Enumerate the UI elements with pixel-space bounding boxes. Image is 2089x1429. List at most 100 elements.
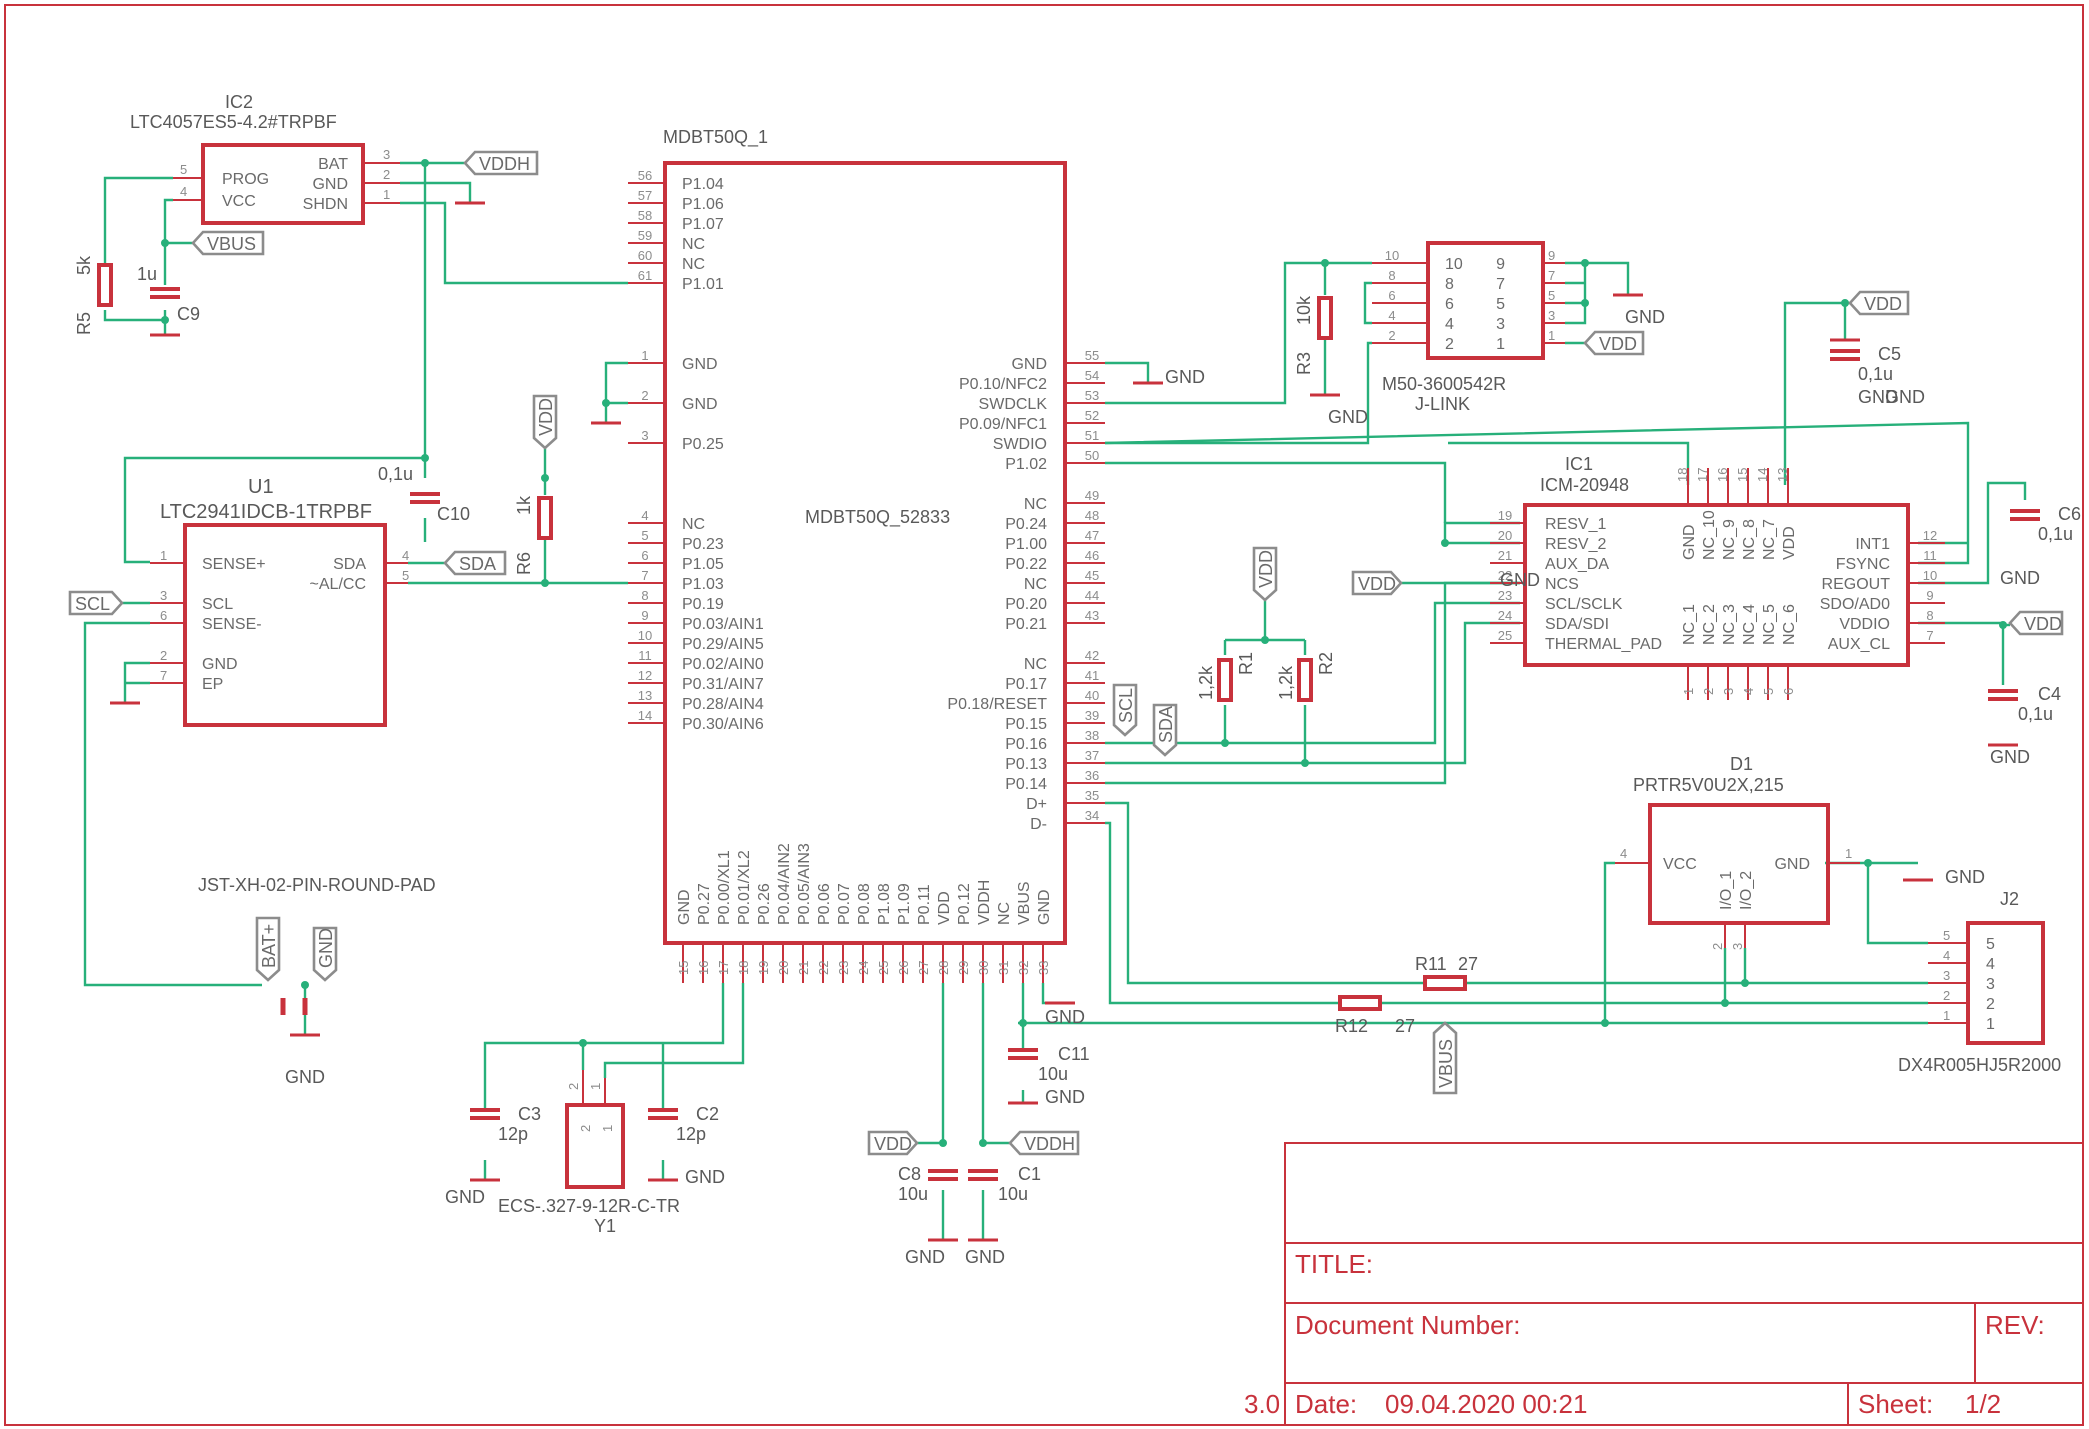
y1-inner-pin2: 2 — [578, 1125, 593, 1132]
jlink-pin-num: 7 — [1548, 268, 1555, 283]
junctions — [161, 159, 2007, 1147]
jlink-pin-num: 10 — [1385, 248, 1399, 263]
ic1-pin-name: INT1 — [1855, 536, 1890, 553]
ic1-pin-num: 16 — [1715, 468, 1730, 482]
ref-c1: C1 — [1018, 1164, 1041, 1184]
ic2-value: LTC4057ES5-4.2#TRPBF — [130, 112, 337, 132]
ic1-pin-num: 17 — [1695, 468, 1710, 482]
jlink-ref: M50-3600542R — [1382, 374, 1506, 394]
mcu-pin-name: GND — [1011, 356, 1047, 373]
ic1-pin-num: 25 — [1498, 628, 1512, 643]
mcu-pin-name: P0.28/AIN4 — [682, 696, 764, 713]
mcu-pin-num: 13 — [638, 688, 652, 703]
mcu-pin-name: P0.15 — [1005, 716, 1047, 733]
ic1-pin-num: 18 — [1675, 468, 1690, 482]
mcu-pin-num: 40 — [1085, 688, 1099, 703]
mcu-pin-name: P0.03/AIN1 — [682, 616, 764, 633]
jlink-pin-num: 8 — [1388, 268, 1395, 283]
ref-c3: C3 — [518, 1104, 541, 1124]
mcu-pin-num: 36 — [1085, 768, 1099, 783]
port-vdd-ic1-left-label: VDD — [1358, 574, 1396, 594]
d1-pin-num: 4 — [1620, 846, 1627, 861]
mcu-pin-name: P0.12 — [956, 883, 973, 925]
mcu-pin-name: P0.18/RESET — [947, 696, 1047, 713]
mcu-pin-num: 37 — [1085, 748, 1099, 763]
rev-label: REV: — [1985, 1310, 2045, 1340]
mcu-pin-num: 27 — [916, 961, 931, 975]
jlink-pin-name: 10 — [1445, 256, 1463, 273]
mcu-pin-num: 43 — [1085, 608, 1099, 623]
port-vdd-ic1-right: VDD — [2008, 610, 2064, 636]
u1-pin-name: ~AL/CC — [310, 576, 366, 593]
port-gnd-jst-label: GND — [316, 928, 336, 968]
document-number-label: Document Number: — [1295, 1310, 1520, 1340]
value-r5: 5k — [74, 255, 94, 275]
jst-value: JST-XH-02-PIN-ROUND-PAD — [198, 875, 436, 895]
ref-r12: R12 — [1335, 1016, 1368, 1036]
mcu-pin-name: P1.04 — [682, 176, 724, 193]
d1-pin-num: 3 — [1730, 943, 1745, 950]
u1-pin-name: SENSE+ — [202, 556, 266, 573]
gnd-symbol: GND — [1045, 1001, 1085, 1027]
mcu-pin-num: 38 — [1085, 728, 1099, 743]
mcu-pin-name: P1.08 — [876, 883, 893, 925]
mcu-pin-name: P0.29/AIN5 — [682, 636, 764, 653]
ref-r5: R5 — [74, 312, 94, 335]
jlink-pin-num: 5 — [1548, 288, 1555, 303]
mcu-pin-name: P0.08 — [856, 883, 873, 925]
port-vdd-jlink: VDD — [1583, 330, 1645, 356]
ic1-pin-num: 23 — [1498, 588, 1512, 603]
gnd-symbol: GND — [1903, 867, 1985, 887]
mcu-pin-num: 45 — [1085, 568, 1099, 583]
gnd-symbol: GND — [1310, 393, 1368, 427]
ic2-pin-name: BAT — [318, 156, 348, 173]
gnd-label: GND — [1945, 867, 1985, 887]
ic1-pin-name: NC_8 — [1741, 519, 1758, 560]
j2-pin-name: 4 — [1986, 956, 1995, 973]
mcu-pin-name: NC — [1024, 576, 1047, 593]
date-value: 09.04.2020 00:21 — [1385, 1389, 1587, 1419]
value-c9: 1u — [137, 264, 157, 284]
u1-pin-name: EP — [202, 676, 223, 693]
mcu-pin-num: 15 — [676, 961, 691, 975]
mcu-pin-num: 33 — [1036, 961, 1051, 975]
y1-pin1: 1 — [588, 1083, 603, 1090]
title-block: TITLE: Document Number: REV: 3.0 Date: 0… — [1244, 1142, 2084, 1426]
mcu-pin-num: 12 — [638, 668, 652, 683]
ic1-pin-name: RESV_2 — [1545, 536, 1606, 553]
ic1-pin-name: VDDIO — [1839, 616, 1890, 633]
ic1-pin-num: 12 — [1923, 528, 1937, 543]
j2-pin-name: 1 — [1986, 1016, 1995, 1033]
mcu-pin-num: 1 — [641, 348, 648, 363]
ref-c10: C10 — [437, 504, 470, 524]
jlink-pin-name: 8 — [1445, 276, 1454, 293]
ic2-pin-name: GND — [312, 176, 348, 193]
d1-value: PRTR5V0U2X,215 — [1633, 775, 1784, 795]
mcu-pin-num: 29 — [956, 961, 971, 975]
sheet-value: 1/2 — [1965, 1389, 2001, 1419]
mcu-pin-name: P0.01/XL2 — [736, 850, 753, 925]
mcu-pin-name: P1.05 — [682, 556, 724, 573]
mcu-pin-num: 18 — [736, 961, 751, 975]
mcu-pin-name: NC — [1024, 496, 1047, 513]
port-vdd-top-right: VDD — [1848, 290, 1910, 316]
passive-components: R55kC91uC100,1uR61kR310kR11,2kR21,2kC50,… — [74, 255, 2081, 1204]
gnd-label: GND — [1165, 367, 1205, 387]
mcu-pin-name: NC — [1024, 656, 1047, 673]
j2-value: DX4R005HJ5R2000 — [1898, 1055, 2061, 1075]
port-sda-mcu-label: SDA — [1156, 706, 1176, 743]
ref-c2: C2 — [696, 1104, 719, 1124]
mcu-pin-name: NC — [996, 902, 1013, 925]
jlink-pin-name: 7 — [1496, 276, 1505, 293]
u1-pin-name: GND — [202, 656, 238, 673]
gnd-label: GND — [1500, 570, 1540, 590]
ic1-pin-num: 21 — [1498, 548, 1512, 563]
mcu-pin-name: P0.16 — [1005, 736, 1047, 753]
ref-c6: C6 — [2058, 504, 2081, 524]
port-bat-plus-label: BAT+ — [259, 924, 279, 968]
jlink-pin-name: 3 — [1496, 316, 1505, 333]
mcu-pin-name: P0.05/AIN3 — [796, 843, 813, 925]
mcu-pin-name: D+ — [1026, 796, 1047, 813]
